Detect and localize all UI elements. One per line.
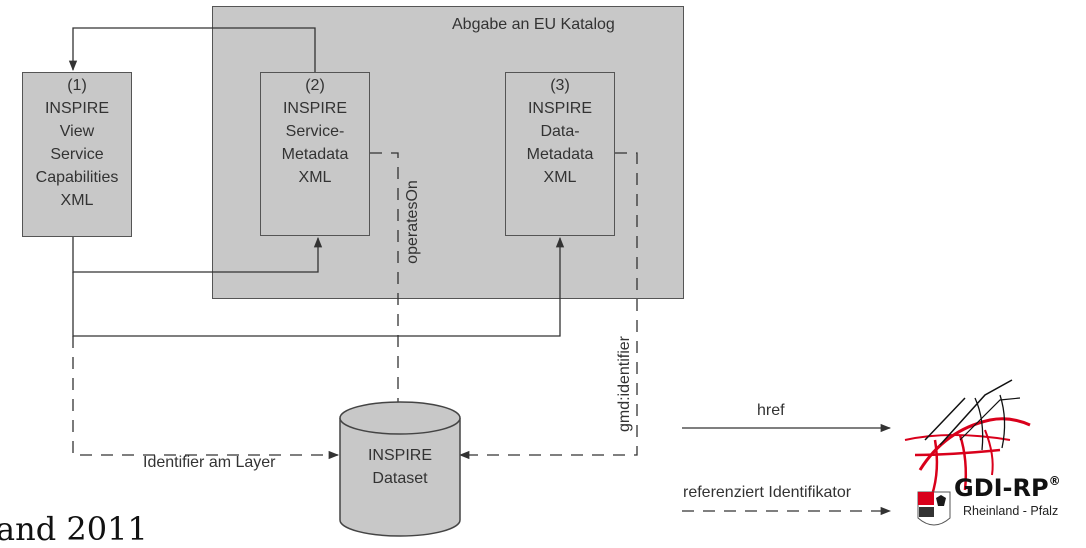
view-service-capabilities-label: (1) INSPIRE View Service Capabilities XM… (35, 77, 119, 209)
dataset-label: INSPIRE Dataset (367, 447, 432, 487)
operates-on-label: operatesOn (404, 180, 421, 264)
data-metadata-label: (3) INSPIRE Data- Metadata XML (526, 77, 594, 186)
capabilities-to-service-arrow (72, 236, 323, 273)
gdi-rp-name: GDI-RP (954, 474, 1049, 502)
gdi-rp-logo-graphic (904, 379, 1031, 526)
gdi-rp-logo-text: GDI-RP® (954, 474, 1061, 502)
data-metadata-box (505, 72, 615, 236)
eu-catalog-title: Abgabe an EU Katalog (452, 16, 615, 33)
dataset-cylinder (339, 401, 461, 537)
service-to-capabilities-arrow (68, 27, 316, 72)
href-label: href (757, 402, 785, 419)
gdi-rp-subtitle: Rheinland - Pfalz (963, 504, 1059, 518)
capabilities-to-data-arrow (72, 236, 565, 337)
view-service-capabilities-box (22, 72, 132, 237)
gmd-identifier-label: gmd:identifier (616, 335, 633, 433)
service-metadata-box (260, 72, 370, 236)
gdi-rp-registered: ® (1048, 474, 1061, 488)
gmd-identifier-arrow (458, 152, 638, 460)
referenziert-identifikator-label: referenziert Identifikator (683, 484, 852, 501)
identifier-am-layer-arrow (72, 336, 340, 460)
service-metadata-label: (2) INSPIRE Service- Metadata XML (281, 77, 349, 186)
operates-on-arrow (370, 152, 403, 414)
identifier-am-layer-label: Identifier am Layer (143, 454, 276, 471)
footer-year-text: and 2011 (0, 510, 148, 548)
